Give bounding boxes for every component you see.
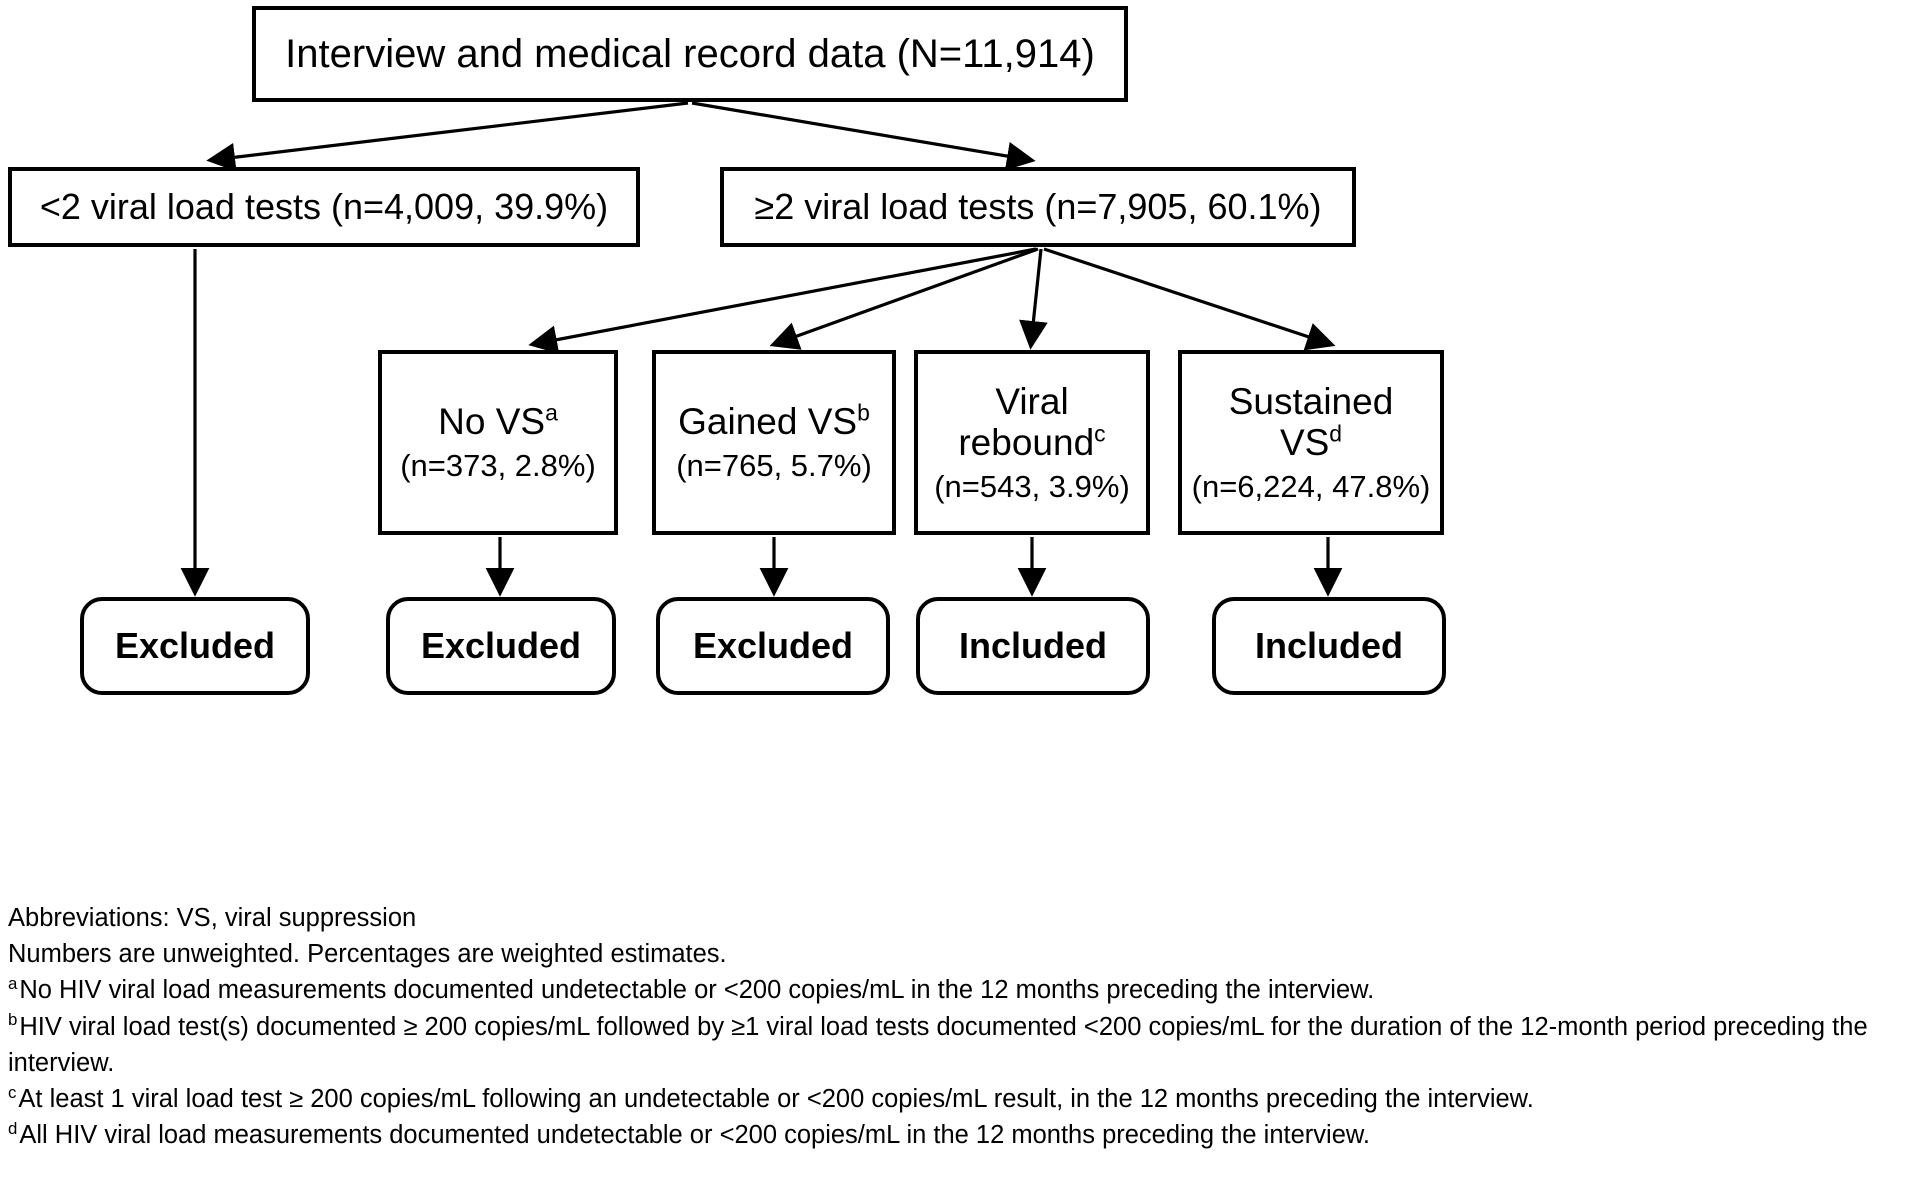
node-fewer-than-2-tests: <2 viral load tests (n=4,009, 39.9%) bbox=[8, 167, 640, 247]
footnote-a-mark: a bbox=[8, 973, 18, 993]
node-category-no-vs-counts: (n=373, 2.8%) bbox=[400, 447, 596, 483]
footnote-c-mark: c bbox=[8, 1082, 17, 1102]
footnote-weighting-text: Numbers are unweighted. Percentages are … bbox=[8, 940, 727, 969]
node-category-viral-rebound: Viral reboundc (n=543, 3.9%) bbox=[914, 350, 1150, 535]
node-outcome-2: Excluded bbox=[386, 597, 616, 695]
node-outcome-4: Included bbox=[916, 597, 1150, 695]
edge-gte2-to-sustained bbox=[1043, 247, 1336, 351]
footnote-a-text: No HIV viral load measurements documente… bbox=[19, 976, 1375, 1005]
node-category-sustained-vs-title-line1: Sustained bbox=[1228, 380, 1394, 422]
node-category-sustained-vs-title-line2: VSd bbox=[1280, 422, 1342, 463]
footnote-d-mark: d bbox=[8, 1118, 18, 1138]
footnote-c-text: At least 1 viral load test ≥ 200 copies/… bbox=[18, 1085, 1534, 1114]
edge-root-to-lt2 bbox=[206, 101, 689, 172]
node-category-gained-vs-title: Gained VSb bbox=[678, 401, 870, 442]
footnote-mark-a: a bbox=[545, 400, 558, 427]
node-outcome-2-label: Excluded bbox=[420, 625, 582, 666]
footnote-weighting: Numbers are unweighted. Percentages are … bbox=[8, 936, 1898, 972]
node-outcome-3-label: Excluded bbox=[692, 625, 854, 666]
footnote-d: dAll HIV viral load measurements documen… bbox=[8, 1117, 1898, 1153]
node-category-viral-rebound-title-text: rebound bbox=[958, 422, 1095, 464]
node-category-viral-rebound-title-line2: reboundc bbox=[958, 422, 1105, 463]
node-outcome-4-label: Included bbox=[958, 625, 1107, 666]
node-category-gained-vs-counts: (n=765, 5.7%) bbox=[676, 447, 872, 483]
footnote-abbreviations-text: Abbreviations: VS, viral suppression bbox=[8, 904, 417, 932]
node-category-sustained-vs-counts: (n=6,224, 47.8%) bbox=[1191, 468, 1431, 504]
footnote-b: bHIV viral load test(s) documented ≥ 200… bbox=[8, 1009, 1898, 1081]
footnote-d-text: All HIV viral load measurements document… bbox=[19, 1121, 1370, 1150]
footnote-a: aNo HIV viral load measurements document… bbox=[8, 972, 1898, 1008]
node-category-viral-rebound-counts: (n=543, 3.9%) bbox=[934, 468, 1130, 504]
footnote-mark-d: d bbox=[1329, 420, 1343, 447]
node-category-viral-rebound-title-line1: Viral bbox=[995, 380, 1069, 422]
node-category-sustained-vs: Sustained VSd (n=6,224, 47.8%) bbox=[1178, 350, 1444, 535]
node-at-least-2-tests: ≥2 viral load tests (n=7,905, 60.1%) bbox=[720, 167, 1356, 247]
node-outcome-5-label: Included bbox=[1254, 625, 1403, 666]
node-outcome-3: Excluded bbox=[656, 597, 890, 695]
node-category-no-vs-title-text: No VS bbox=[438, 401, 546, 443]
footnote-abbreviations: Abbreviations: VS, viral suppression bbox=[8, 900, 1898, 936]
footnote-b-text: HIV viral load test(s) documented ≥ 200 … bbox=[8, 1012, 1868, 1077]
node-at-least-2-tests-label: ≥2 viral load tests (n=7,905, 60.1%) bbox=[754, 186, 1322, 227]
node-root-cohort: Interview and medical record data (N=11,… bbox=[252, 6, 1128, 102]
figure-footnotes: Abbreviations: VS, viral suppression Num… bbox=[8, 900, 1898, 1153]
node-outcome-1-label: Excluded bbox=[114, 625, 276, 666]
node-category-gained-vs-title-text: Gained VS bbox=[678, 401, 858, 443]
footnote-mark-b: b bbox=[857, 400, 870, 427]
edge-gte2-to-gained bbox=[769, 247, 1039, 350]
footnote-b-mark: b bbox=[8, 1010, 18, 1030]
node-category-gained-vs: Gained VSb (n=765, 5.7%) bbox=[652, 350, 896, 535]
node-outcome-1: Excluded bbox=[80, 597, 310, 695]
footnote-c: cAt least 1 viral load test ≥ 200 copies… bbox=[8, 1081, 1898, 1117]
node-category-sustained-vs-title-text: VS bbox=[1279, 422, 1330, 464]
edge-gte2-to-novs bbox=[528, 247, 1037, 354]
node-outcome-5: Included bbox=[1212, 597, 1446, 695]
node-fewer-than-2-tests-label: <2 viral load tests (n=4,009, 39.9%) bbox=[39, 186, 609, 227]
node-category-no-vs: No VSa (n=373, 2.8%) bbox=[378, 350, 618, 535]
edge-gte2-to-rebound bbox=[1019, 248, 1048, 350]
node-category-no-vs-title: No VSa bbox=[438, 401, 558, 442]
footnote-mark-c: c bbox=[1094, 420, 1106, 447]
edge-root-to-gte2 bbox=[691, 101, 1036, 171]
node-root-label: Interview and medical record data (N=11,… bbox=[285, 32, 1095, 76]
